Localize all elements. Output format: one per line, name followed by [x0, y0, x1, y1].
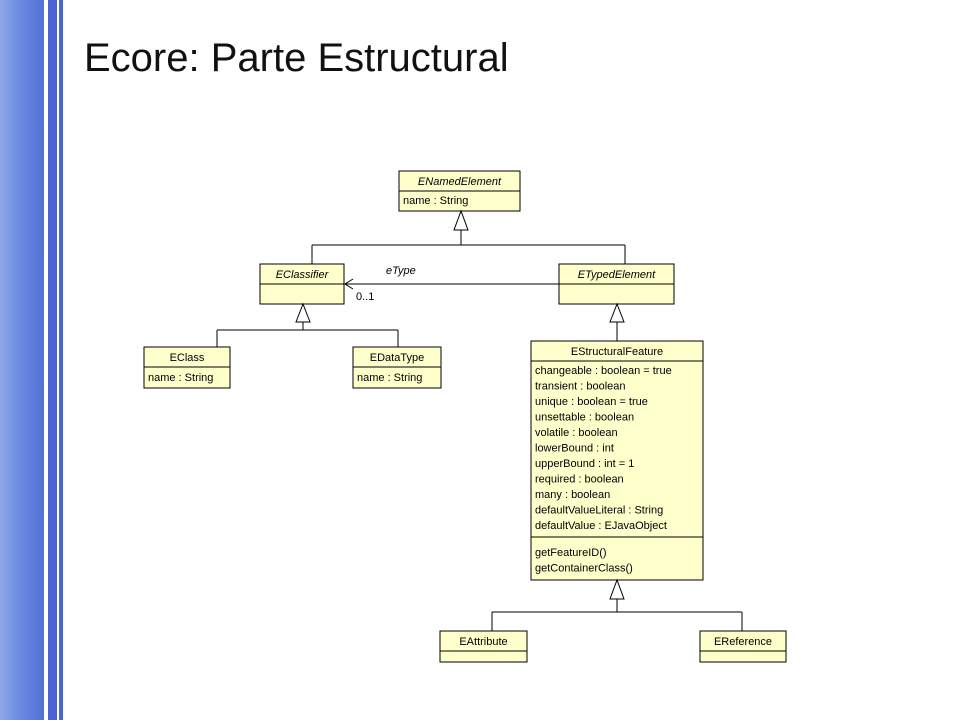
class-name: ETypedElement — [578, 269, 656, 281]
attribute: volatile : boolean — [535, 427, 618, 439]
attribute: many : boolean — [535, 489, 610, 501]
attribute: required : boolean — [535, 474, 624, 486]
class-estructuralfeature: EStructuralFeature changeable : boolean … — [530, 340, 704, 581]
class-ereference: EReference — [699, 630, 787, 663]
class-enamedelement: ENamedElement name : String — [398, 170, 521, 212]
attribute: name : String — [357, 372, 422, 384]
attribute: unique : boolean = true — [535, 396, 648, 408]
attribute: transient : boolean — [535, 381, 626, 393]
operation: getFeatureID() — [535, 547, 607, 559]
class-name: EReference — [714, 636, 772, 648]
attribute: defaultValueLiteral : String — [535, 505, 663, 517]
attribute: changeable : boolean = true — [535, 365, 672, 377]
generalization-arrowhead — [609, 302, 625, 323]
left-stripe — [48, 0, 57, 720]
class-name: ENamedElement — [418, 176, 502, 188]
class-name: EClass — [170, 352, 205, 364]
generalization-eclassifier — [216, 302, 399, 347]
page-title: Ecore: Parte Estructural — [84, 36, 509, 80]
attribute: name : String — [403, 195, 468, 207]
class-etypedelement: ETypedElement — [558, 263, 675, 305]
class-name: EClassifier — [276, 269, 330, 281]
attribute: lowerBound : int — [535, 443, 614, 455]
attribute: unsettable : boolean — [535, 412, 634, 424]
class-name: EAttribute — [459, 636, 507, 648]
generalization-arrowhead — [295, 302, 311, 323]
association-role: eType — [386, 265, 416, 277]
generalization-arrowhead — [609, 578, 625, 600]
association-arrowhead — [344, 278, 354, 290]
class-name: EDataType — [370, 352, 424, 364]
class-edatatype: EDataType name : String — [352, 346, 442, 389]
class-name: EStructuralFeature — [571, 346, 663, 358]
left-decorative-band — [0, 0, 44, 720]
generalization-arrowhead — [453, 209, 469, 231]
left-stripe-thin — [59, 0, 63, 720]
association-multiplicity: 0..1 — [356, 291, 374, 303]
generalization-estructuralfeature — [491, 578, 743, 631]
attribute: upperBound : int = 1 — [535, 458, 634, 470]
attribute: name : String — [148, 372, 213, 384]
class-eattribute: EAttribute — [439, 630, 528, 663]
operation: getContainerClass() — [535, 563, 633, 575]
class-eclassifier: EClassifier — [259, 263, 345, 305]
class-eclass: EClass name : String — [143, 346, 231, 389]
attribute: defaultValue : EJavaObject — [535, 520, 667, 532]
generalization-etypedelement — [609, 302, 625, 341]
generalization-enamedelement — [311, 209, 626, 264]
association-etype: eType 0..1 — [344, 265, 559, 303]
